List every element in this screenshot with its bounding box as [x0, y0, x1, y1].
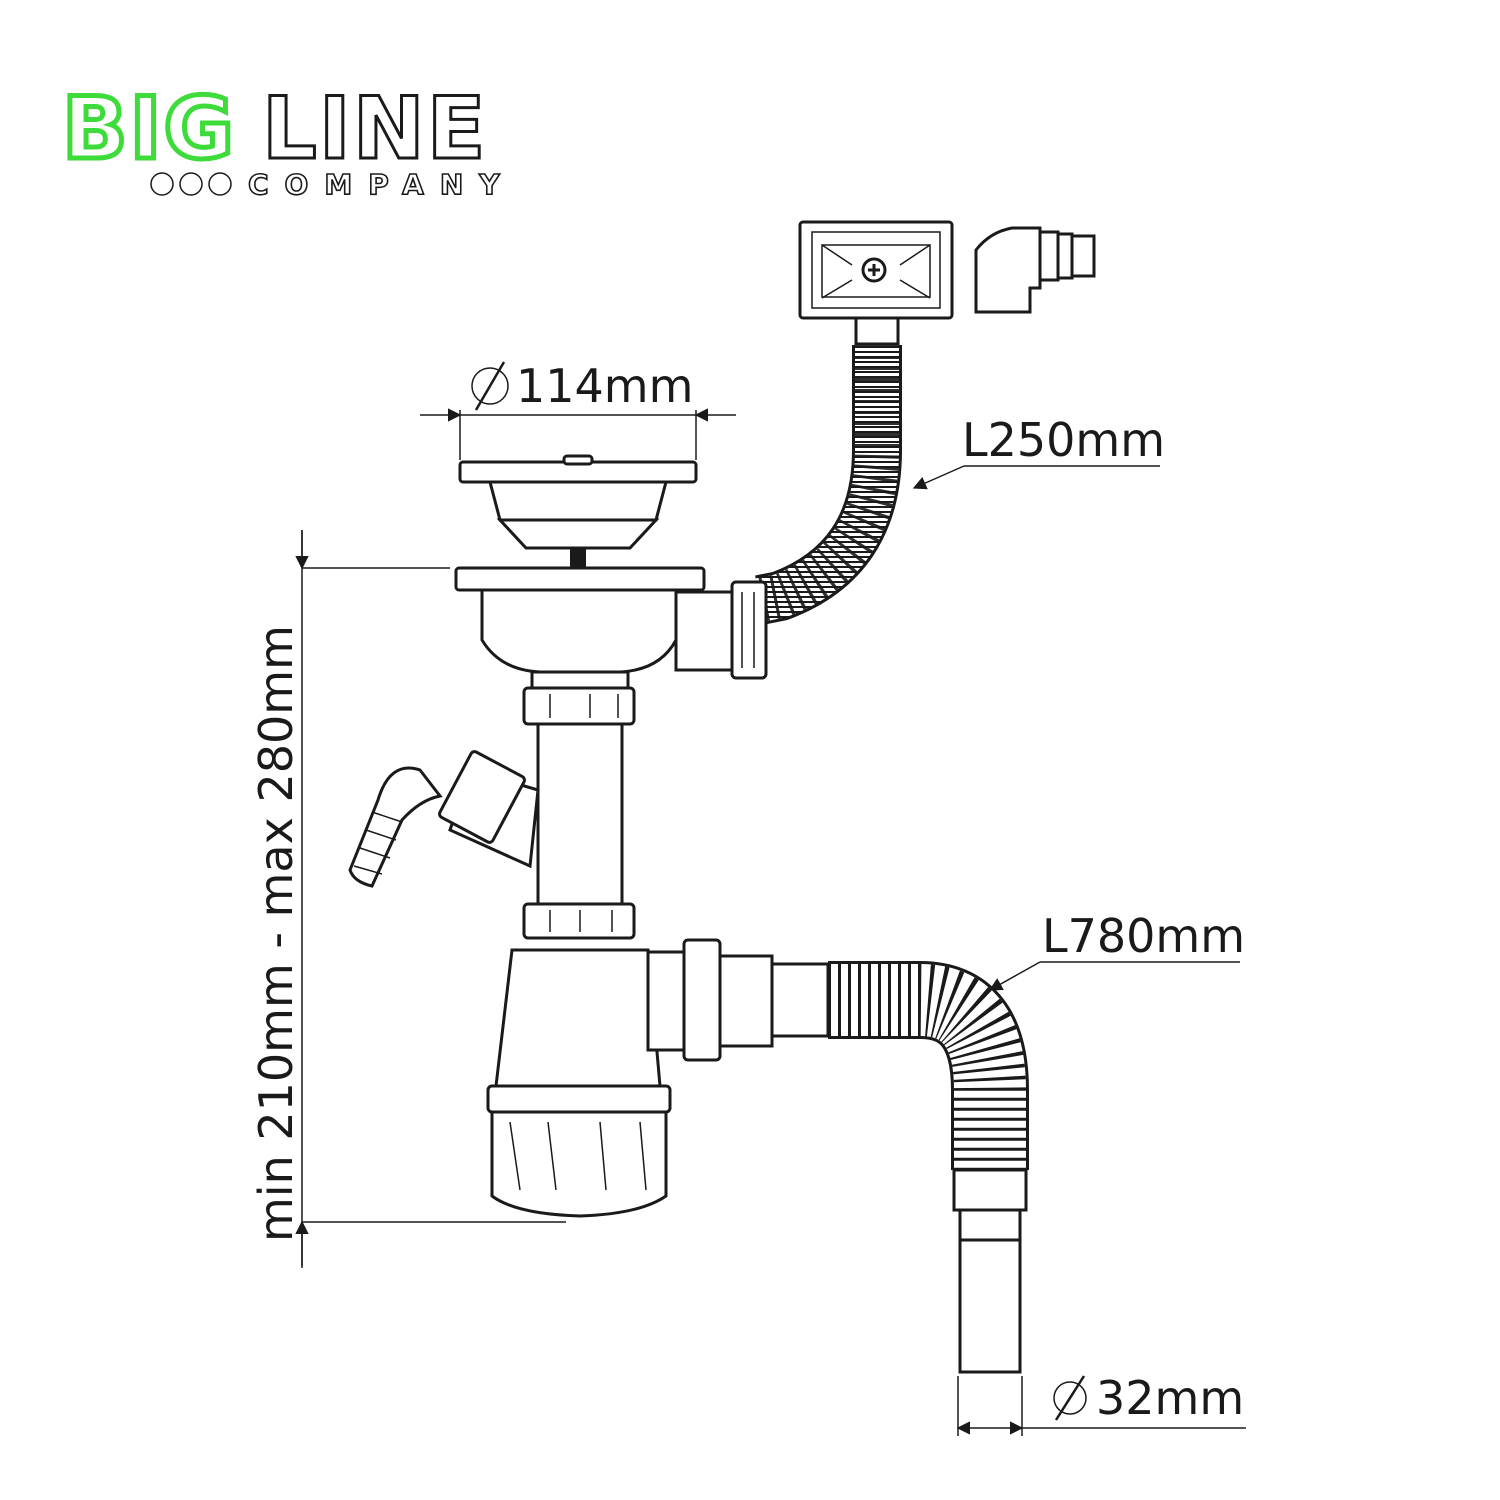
sink-outlet	[454, 566, 768, 726]
diameter-icon	[471, 361, 509, 411]
drain-hose	[828, 961, 1029, 1374]
overflow-hose-length-dimension: L250mm	[912, 413, 1165, 490]
drain-hose-length-dimension: L780mm	[988, 909, 1245, 991]
appliance-inlet	[348, 750, 540, 888]
basket-strainer	[458, 454, 698, 568]
overflow-grille	[798, 220, 954, 320]
strainer-diameter-label: 114mm	[516, 359, 693, 413]
logo-text-line: LINE	[262, 79, 488, 179]
outlet-diameter-dimension: 32mm	[956, 1371, 1246, 1436]
overflow-elbow	[974, 226, 1096, 314]
brand-logo: BIG LINE COMPANY	[60, 77, 516, 202]
height-range-label: min 210mm - max 280mm	[249, 625, 303, 1242]
strainer-diameter-dimension: 114mm	[420, 359, 736, 460]
overflow-hose-length-label: L250mm	[962, 413, 1165, 467]
overflow-hose	[755, 316, 902, 625]
logo-rings	[150, 172, 232, 196]
outlet-diameter-label: 32mm	[1096, 1371, 1244, 1425]
height-range-dimension: min 210mm - max 280mm	[249, 530, 566, 1268]
tailpiece-pipe	[536, 722, 624, 906]
diameter-icon	[1053, 1375, 1087, 1421]
bottle-trap	[486, 902, 830, 1218]
drain-hose-length-label: L780mm	[1042, 909, 1245, 963]
logo-tagline: COMPANY	[248, 168, 516, 201]
logo-text-big: BIG	[62, 79, 236, 179]
